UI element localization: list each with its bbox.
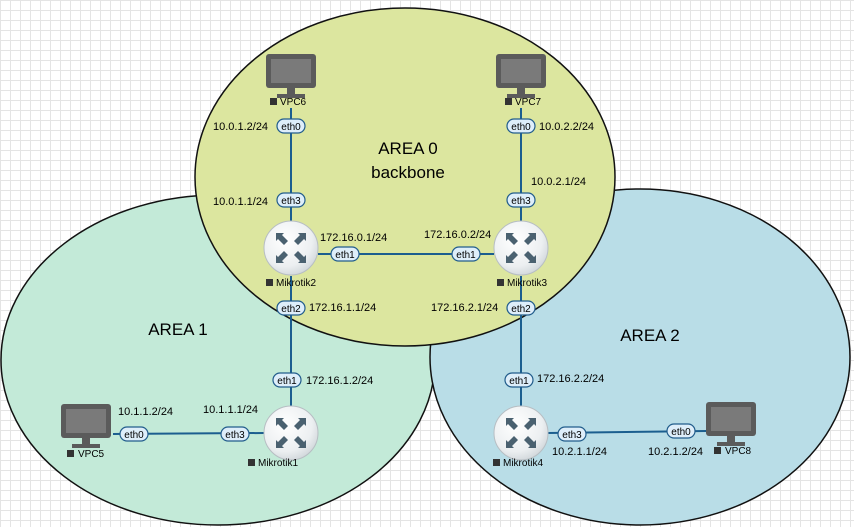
ip-mikrotik1-eth3: 10.1.1.1/24 bbox=[203, 404, 258, 416]
svg-text:eth0: eth0 bbox=[671, 427, 691, 438]
device-label: VPC5 bbox=[78, 449, 105, 460]
area0-title: AREA 0 bbox=[378, 139, 438, 158]
area0-subtitle: backbone bbox=[371, 163, 445, 182]
svg-text:eth3: eth3 bbox=[511, 196, 531, 207]
device-mikrotik2[interactable]: Mikrotik2 bbox=[263, 220, 319, 289]
ip-mikrotik2-eth2: 172.16.1.1/24 bbox=[309, 302, 376, 314]
ip-mikrotik2-eth3: 10.0.1.1/24 bbox=[213, 196, 268, 208]
router-icon bbox=[263, 405, 319, 461]
port-mikrotik3-eth3[interactable]: eth3 bbox=[506, 192, 536, 208]
device-mikrotik1[interactable]: Mikrotik1 bbox=[248, 405, 319, 469]
router-icon bbox=[493, 405, 549, 461]
device-label: Mikrotik2 bbox=[276, 278, 316, 289]
node-marker bbox=[270, 98, 277, 105]
port-vpc7-eth0[interactable]: eth0 bbox=[506, 118, 536, 134]
port-mikrotik1-eth3[interactable]: eth3 bbox=[220, 426, 250, 442]
ip-vpc6: 10.0.1.2/24 bbox=[213, 121, 268, 133]
node-marker bbox=[505, 98, 512, 105]
ip-mikrotik4-eth3: 10.2.1.1/24 bbox=[552, 446, 607, 458]
node-marker bbox=[493, 459, 500, 466]
node-marker bbox=[248, 459, 255, 466]
router-icon bbox=[263, 220, 319, 276]
port-mikrotik4-eth1[interactable]: eth1 bbox=[504, 372, 534, 388]
svg-text:eth1: eth1 bbox=[456, 250, 476, 261]
device-vpc5[interactable]: VPC5 bbox=[61, 404, 111, 460]
device-label: Mikrotik3 bbox=[507, 278, 547, 289]
svg-text:eth3: eth3 bbox=[562, 430, 582, 441]
svg-text:eth1: eth1 bbox=[335, 250, 355, 261]
svg-text:eth3: eth3 bbox=[281, 196, 301, 207]
node-marker bbox=[266, 279, 273, 286]
svg-text:eth0: eth0 bbox=[124, 430, 144, 441]
port-vpc8-eth0[interactable]: eth0 bbox=[666, 423, 696, 439]
ip-vpc5: 10.1.1.2/24 bbox=[118, 406, 173, 418]
ip-mikrotik3-eth1: 172.16.0.2/24 bbox=[424, 229, 491, 241]
ip-mikrotik2-eth1: 172.16.0.1/24 bbox=[320, 232, 387, 244]
node-marker bbox=[497, 279, 504, 286]
svg-text:eth1: eth1 bbox=[509, 376, 529, 387]
svg-text:eth1: eth1 bbox=[277, 376, 297, 387]
port-mikrotik2-eth2[interactable]: eth2 bbox=[276, 300, 306, 316]
svg-text:eth2: eth2 bbox=[511, 304, 531, 315]
ip-mikrotik3-eth2: 172.16.2.1/24 bbox=[431, 302, 498, 314]
device-vpc6[interactable]: VPC6 bbox=[266, 54, 316, 108]
ip-labels: 10.0.1.2/24 10.0.1.1/24 172.16.0.1/24 17… bbox=[118, 121, 703, 458]
area1-title: AREA 1 bbox=[148, 320, 208, 339]
device-mikrotik3[interactable]: Mikrotik3 bbox=[493, 220, 549, 289]
node-marker bbox=[714, 447, 721, 454]
router-icon bbox=[493, 220, 549, 276]
svg-text:eth2: eth2 bbox=[281, 304, 301, 315]
device-label: Mikrotik1 bbox=[258, 458, 298, 469]
svg-text:eth0: eth0 bbox=[511, 122, 531, 133]
ip-mikrotik4-eth1: 172.16.2.2/24 bbox=[537, 373, 604, 385]
port-mikrotik4-eth3[interactable]: eth3 bbox=[557, 426, 587, 442]
port-mikrotik2-eth3[interactable]: eth3 bbox=[276, 192, 306, 208]
port-mikrotik1-eth1[interactable]: eth1 bbox=[272, 372, 302, 388]
svg-text:eth3: eth3 bbox=[225, 430, 245, 441]
port-vpc5-eth0[interactable]: eth0 bbox=[119, 426, 149, 442]
device-vpc8[interactable]: VPC8 bbox=[706, 402, 756, 457]
svg-text:eth0: eth0 bbox=[281, 122, 301, 133]
device-label: VPC7 bbox=[515, 97, 542, 108]
device-vpc7[interactable]: VPC7 bbox=[496, 54, 546, 108]
ip-vpc8: 10.2.1.2/24 bbox=[648, 446, 703, 458]
node-marker bbox=[67, 450, 74, 457]
port-mikrotik2-eth1[interactable]: eth1 bbox=[330, 246, 360, 262]
port-vpc6-eth0[interactable]: eth0 bbox=[276, 118, 306, 134]
port-mikrotik3-eth2[interactable]: eth2 bbox=[506, 300, 536, 316]
ip-mikrotik3-eth3: 10.0.2.1/24 bbox=[531, 176, 586, 188]
ports: eth0 eth3 eth1 eth2 eth0 eth3 eth1 eth2 … bbox=[119, 118, 696, 442]
port-mikrotik3-eth1[interactable]: eth1 bbox=[451, 246, 481, 262]
area2-title: AREA 2 bbox=[620, 326, 680, 345]
ip-mikrotik1-eth1: 172.16.1.2/24 bbox=[306, 375, 373, 387]
device-label: VPC8 bbox=[725, 446, 752, 457]
device-label: VPC6 bbox=[280, 97, 307, 108]
device-label: Mikrotik4 bbox=[503, 458, 543, 469]
ip-vpc7: 10.0.2.2/24 bbox=[539, 121, 594, 133]
device-mikrotik4[interactable]: Mikrotik4 bbox=[493, 405, 549, 469]
